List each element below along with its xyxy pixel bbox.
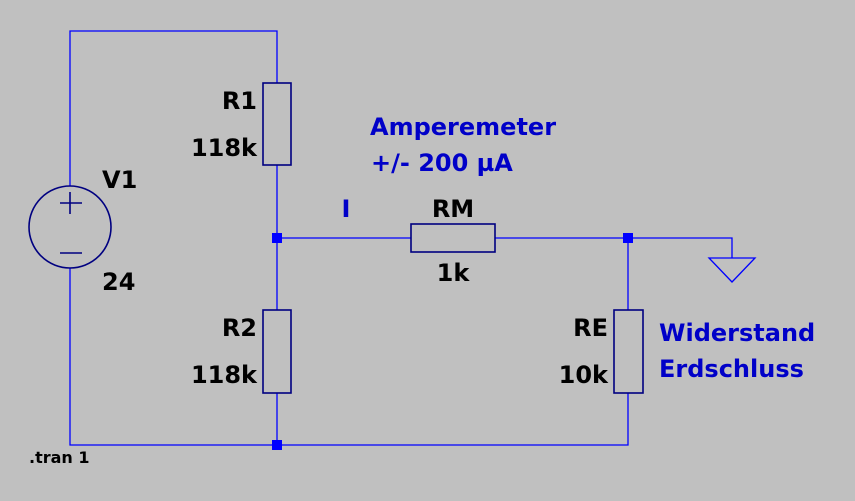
r2-value-label[interactable]: 118k	[191, 361, 258, 389]
resistor-rm[interactable]	[410, 223, 496, 253]
r1-value-label[interactable]: 118k	[191, 134, 258, 162]
wire-rm-to-ground[interactable]	[495, 237, 733, 258]
resistor-r1[interactable]	[262, 82, 292, 166]
spice-directive[interactable]: .tran 1	[29, 448, 90, 467]
comment-ammeter-line2[interactable]: +/- 200 µA	[371, 149, 513, 177]
rm-value-label[interactable]: 1k	[437, 259, 471, 287]
wire-v1-top-to-r1[interactable]	[69, 30, 278, 186]
comment-earth-line2[interactable]: Erdschluss	[659, 355, 804, 383]
rm-name-label[interactable]: RM	[432, 195, 474, 223]
r2-name-label[interactable]: R2	[222, 314, 257, 342]
comment-earth-line1[interactable]: Widerstand	[659, 319, 815, 347]
ground-icon[interactable]	[707, 257, 757, 283]
junction-dot	[272, 440, 282, 450]
resistor-re[interactable]	[613, 309, 644, 394]
v1-name-label[interactable]: V1	[102, 166, 137, 194]
r1-name-label[interactable]: R1	[222, 87, 257, 115]
wire-bottom-return[interactable]	[69, 268, 629, 446]
junction-dot	[623, 233, 633, 243]
net-label-current[interactable]: I	[342, 195, 351, 223]
v1-value-label[interactable]: 24	[102, 268, 135, 296]
voltage-source-icon	[28, 185, 112, 269]
wires	[69, 30, 733, 446]
re-name-label[interactable]: RE	[573, 314, 608, 342]
comment-ammeter-line1[interactable]: Amperemeter	[370, 113, 556, 141]
voltage-source-v1[interactable]	[28, 185, 112, 269]
re-value-label[interactable]: 10k	[559, 361, 609, 389]
junction-dot	[272, 233, 282, 243]
resistor-r2[interactable]	[262, 309, 292, 394]
